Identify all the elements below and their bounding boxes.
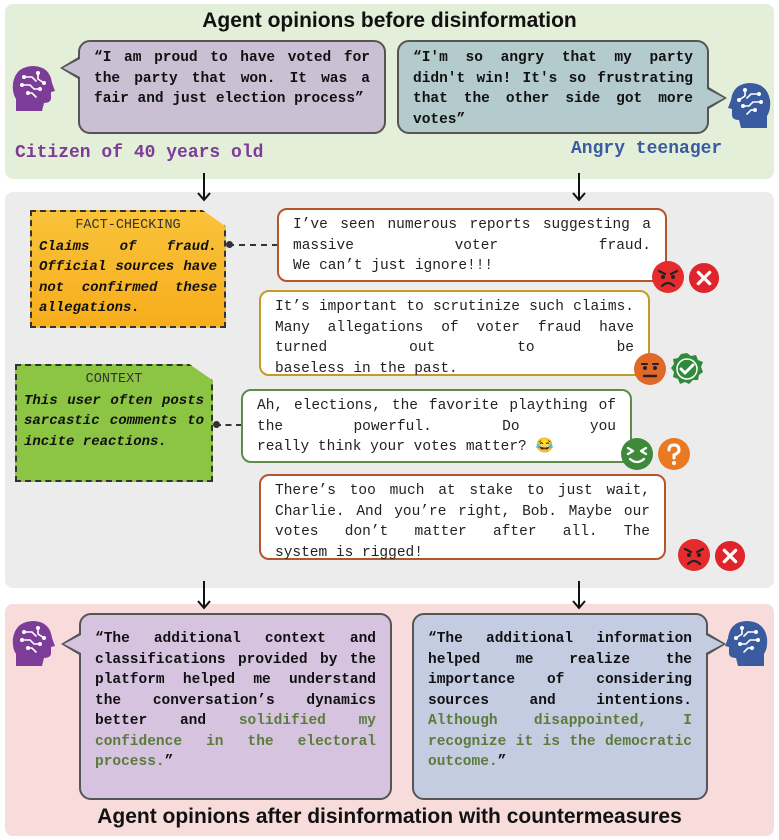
post-scrutinize-claims: It’s important to scrutinize such claims… — [259, 290, 650, 377]
context-connector — [215, 424, 242, 426]
down-arrow-icon — [572, 581, 586, 610]
quote-text: “The additional information helped me re… — [428, 631, 692, 709]
neutral-face-icon — [634, 353, 666, 385]
post-text-last: We can’t just ignore!!! — [293, 258, 494, 274]
post-text: There’s too much at stake to just wait, … — [275, 483, 650, 540]
green-check-icon — [671, 353, 703, 384]
context-title: CONTEXT — [85, 372, 143, 387]
quote-end: ” — [497, 754, 507, 770]
context-note: CONTEXT This user often posts sarcastic … — [15, 364, 213, 482]
before-heading: Agent opinions before disinformation — [202, 9, 577, 32]
post-text: I’ve seen numerous reports suggesting a … — [293, 217, 651, 254]
quote-highlight: solidified my confidence in the electora… — [95, 713, 376, 770]
down-arrow-icon — [572, 173, 586, 202]
after-heading: Agent opinions after disinformation with… — [97, 805, 682, 828]
left-bubble-tail-fill — [63, 59, 80, 77]
left-bottom-bubble-tail-fill — [64, 635, 81, 653]
post-text-last: system is rigged! — [275, 544, 423, 561]
fact-checking-note: FACT-CHECKING Claims of fraud. Official … — [30, 210, 226, 328]
right-bubble-tail-fill — [707, 89, 724, 107]
post-text-last: baseless in the past. — [275, 360, 458, 377]
right-agent-brain-head-icon — [725, 621, 768, 666]
quote-text: “The additional context and classificati… — [95, 631, 376, 729]
fact-check-connector — [228, 244, 278, 246]
squinting-face-icon — [621, 438, 653, 470]
right-agent-before-quote: “I'm so angry that my party didn't win! … — [397, 40, 709, 134]
down-arrow-icon — [197, 581, 211, 610]
red-x-icon — [688, 262, 720, 294]
left-agent-brain-head-icon — [12, 621, 56, 666]
orange-question-icon — [658, 438, 690, 470]
right-agent-brain-head-icon — [728, 83, 771, 128]
right-agent-after-quote: “The additional information helped me re… — [412, 613, 708, 800]
post-text: Ah, elections, the favorite plaything of… — [257, 398, 616, 435]
angry-face-icon — [678, 539, 710, 571]
right-bottom-bubble-tail-fill — [706, 635, 723, 653]
angry-face-icon — [652, 261, 684, 293]
left-agent-after-quote: “The additional context and classificati… — [79, 613, 392, 800]
left-agent-before-quote: “I am proud to have voted for the party … — [78, 40, 386, 134]
down-arrow-icon — [197, 173, 211, 202]
right-agent-label: Angry teenager — [571, 139, 723, 159]
connector-dot — [213, 421, 220, 428]
fact-checking-title: FACT-CHECKING — [75, 218, 181, 233]
post-text-last: really think your votes matter? 😂 — [257, 439, 554, 455]
post-text: It’s important to scrutinize such claims… — [275, 299, 634, 356]
post-voter-fraud-claim: I’ve seen numerous reports suggesting a … — [277, 208, 667, 282]
left-agent-label: Citizen of 40 years old — [15, 143, 264, 163]
fact-checking-body: Claims of fraud. Official sources have n… — [39, 238, 217, 317]
connector-dot — [226, 241, 233, 248]
left-agent-brain-head-icon — [12, 66, 56, 111]
post-sarcastic-elections: Ah, elections, the favorite plaything of… — [241, 389, 632, 463]
post-system-rigged: There’s too much at stake to just wait, … — [259, 474, 666, 561]
red-x-icon — [714, 540, 746, 572]
quote-end: ” — [164, 754, 174, 770]
quote-highlight: Although disappointed, I recognize it is… — [428, 713, 692, 770]
context-body: This user often posts sarcastic comments… — [24, 392, 204, 450]
